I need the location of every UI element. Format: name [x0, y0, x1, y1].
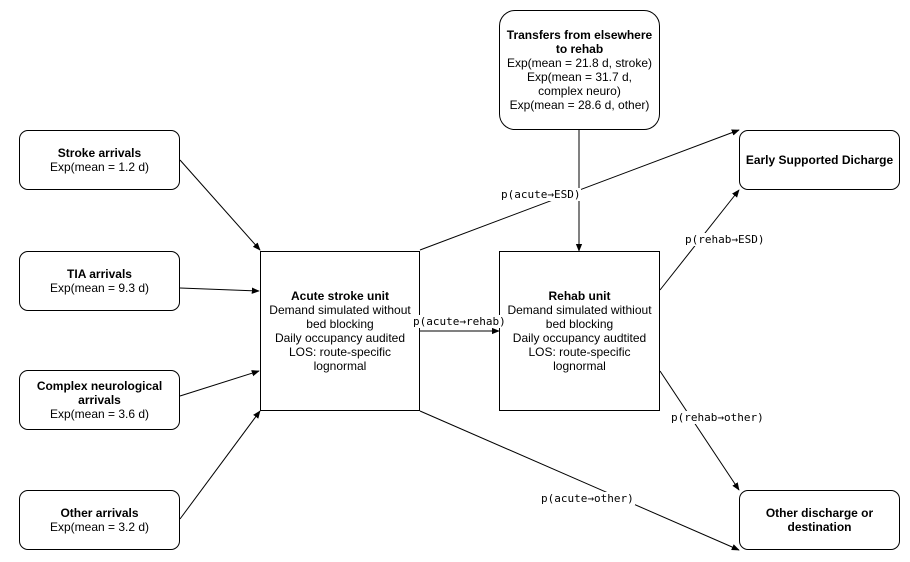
node-title: Transfers from elsewhere to rehab	[506, 28, 653, 56]
node-line: Exp(mean = 1.2 d)	[49, 160, 150, 174]
edge-tia-to-acute	[179, 287, 260, 294]
node-line: Exp(mean = 9.3 d)	[49, 281, 150, 295]
acute-stroke-unit-node: Acute stroke unit Demand simulated witho…	[260, 251, 420, 411]
edge-rehab-to-other	[659, 370, 740, 491]
complex-neuro-arrivals-node: Complex neurological arrivals Exp(mean =…	[19, 370, 180, 430]
tia-arrivals-node: TIA arrivals Exp(mean = 9.3 d)	[19, 251, 180, 311]
node-line: Daily occupancy audtited	[512, 331, 647, 345]
node-line: Exp(mean = 28.6 d, other)	[509, 98, 650, 112]
edge-other-to-acute	[179, 410, 261, 520]
node-title: TIA arrivals	[67, 267, 132, 281]
node-title: Stroke arrivals	[57, 146, 142, 160]
node-title: Other discharge or destination	[765, 506, 874, 534]
node-title: Other arrivals	[60, 506, 139, 520]
esd-node: Early Supported Dicharge	[739, 130, 900, 190]
node-line: Demand simulated without bed blocking	[269, 303, 411, 331]
node-title: Acute stroke unit	[290, 289, 389, 303]
edge-label-acute-other: p(acute→other)	[540, 492, 635, 505]
node-line: Exp(mean = 31.7 d, complex neuro)	[526, 70, 633, 98]
other-discharge-node: Other discharge or destination	[739, 490, 900, 550]
node-title: Rehab unit	[548, 289, 611, 303]
transfers-node: Transfers from elsewhere to rehab Exp(me…	[499, 10, 660, 130]
node-line: Exp(mean = 3.6 d)	[49, 407, 150, 421]
rehab-unit-node: Rehab unit Demand simulated withiout bed…	[499, 251, 660, 411]
edge-acute-to-other	[419, 410, 740, 551]
edge-label-rehab-other: p(rehab→other)	[670, 411, 765, 424]
node-title: Complex neurological arrivals	[36, 379, 163, 407]
node-line: Exp(mean = 3.2 d)	[49, 520, 150, 534]
node-line: Demand simulated withiout bed blocking	[507, 303, 652, 331]
edge-label-acute-rehab: p(acute→rehab)	[412, 315, 507, 328]
node-line: Exp(mean = 21.8 d, stroke)	[506, 56, 653, 70]
edge-complex-to-acute	[179, 370, 260, 397]
edge-label-acute-esd: p(acute→ESD)	[500, 188, 582, 201]
node-line: LOS: route-specific lognormal	[288, 345, 392, 373]
edge-stroke-to-acute	[179, 159, 261, 251]
node-line: LOS: route-specific lognormal	[528, 345, 631, 373]
node-title: Early Supported Dicharge	[745, 153, 894, 167]
stroke-arrivals-node: Stroke arrivals Exp(mean = 1.2 d)	[19, 130, 180, 190]
edge-label-rehab-esd: p(rehab→ESD)	[684, 233, 766, 246]
other-arrivals-node: Other arrivals Exp(mean = 3.2 d)	[19, 490, 180, 550]
node-line: Daily occupancy audited	[274, 331, 406, 345]
